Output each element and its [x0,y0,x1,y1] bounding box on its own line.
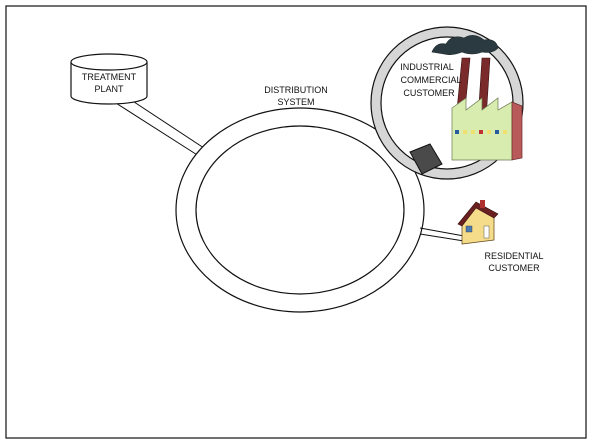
factory-windows [455,130,507,134]
smoke-cloud [431,35,499,55]
residential-label-2: CUSTOMER [488,263,540,273]
industrial-label-1: INDUSTRIAL [400,62,454,72]
residential-label-1: RESIDENTIAL [484,251,543,261]
treatment-plant-tank: TREATMENT PLANT [70,53,148,105]
industrial-label-2: COMMERCIAL [400,75,461,85]
house-icon [457,200,499,245]
treatment-pipe [107,93,211,159]
house-roof [457,201,499,227]
residential-pipe [419,227,465,242]
factory-building [451,97,513,161]
house-window [465,225,473,233]
distribution-system-label-2: SYSTEM [277,97,314,107]
house-door [483,225,490,239]
water-meter-icon [409,143,443,175]
house-chimney [480,200,485,208]
distribution-ring [175,107,425,313]
factory-icon [431,35,523,161]
distribution-system-label-1: DISTRIBUTION [264,85,328,95]
treatment-plant-label-2: PLANT [94,84,124,94]
industrial-label-3: CUSTOMER [403,88,455,98]
factory-side-wall [511,101,523,161]
treatment-plant-label-1: TREATMENT [82,72,137,82]
